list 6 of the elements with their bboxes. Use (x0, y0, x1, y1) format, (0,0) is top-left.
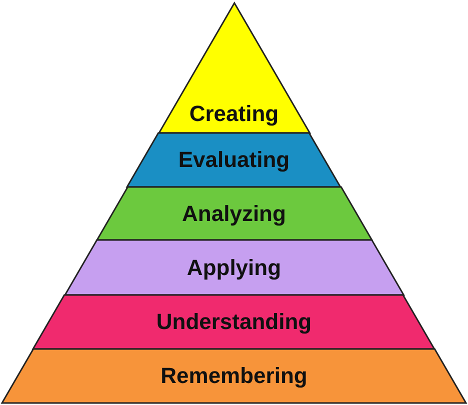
tier-label: Creating (189, 101, 279, 127)
tier-label: Applying (186, 254, 282, 280)
tier-label: Evaluating (178, 147, 290, 173)
tier-label: Remembering (160, 363, 308, 389)
tier-label: Understanding (156, 309, 312, 335)
tier-label: Analyzing (182, 200, 286, 226)
